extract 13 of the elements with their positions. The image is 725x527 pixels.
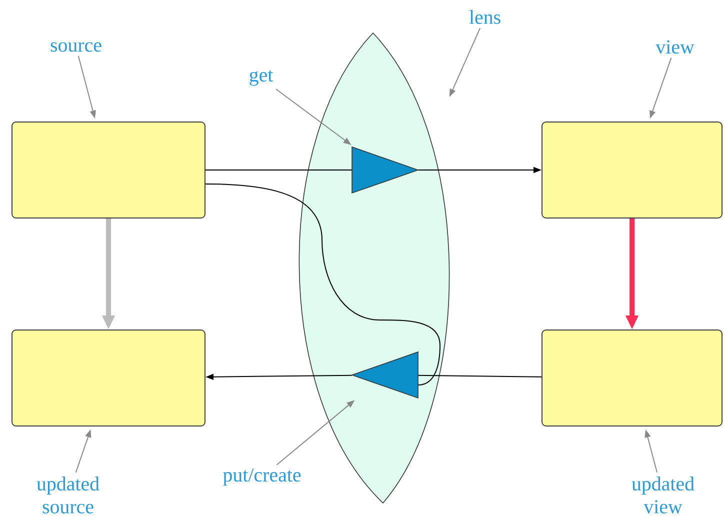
- connector-line: [205, 184, 440, 386]
- rounded-box: [12, 122, 206, 218]
- rounded-box: [542, 330, 722, 426]
- text-label: updated view: [632, 476, 694, 514]
- text-label: get: [250, 70, 274, 86]
- rounded-box: [542, 122, 722, 218]
- rounded-box: [12, 330, 206, 426]
- text-label: source: [50, 42, 102, 52]
- text-label: lens: [469, 10, 500, 24]
- text-label: updated source: [36, 476, 100, 514]
- connector-line: [418, 374, 542, 378]
- text-label: view: [656, 40, 694, 54]
- text-label: put/create: [223, 468, 301, 486]
